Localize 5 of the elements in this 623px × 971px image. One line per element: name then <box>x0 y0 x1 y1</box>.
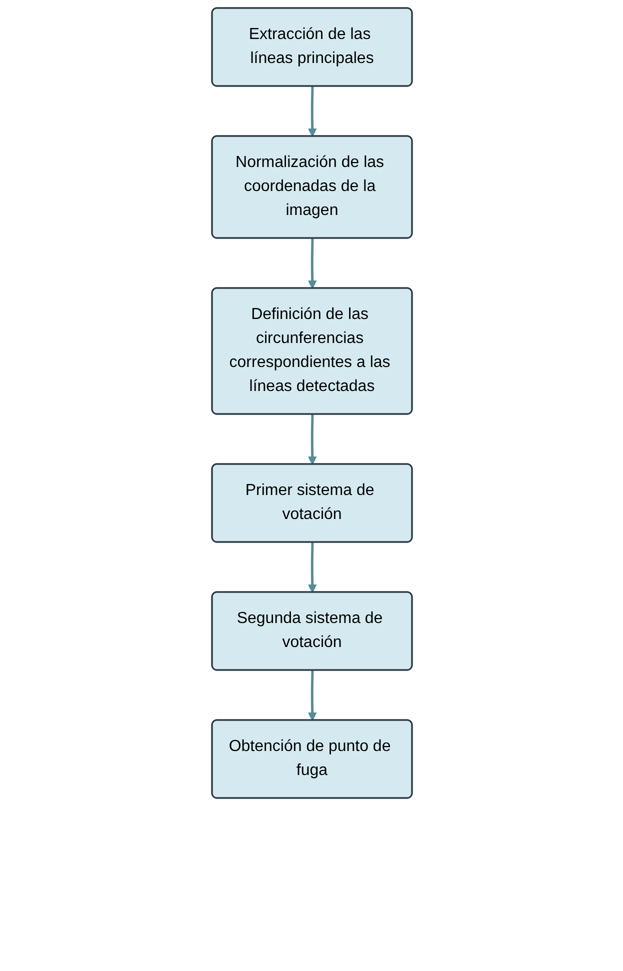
arrow <box>307 542 316 593</box>
arrow <box>307 414 316 465</box>
arrow <box>307 670 316 721</box>
arrow <box>307 86 316 137</box>
arrow <box>307 238 316 289</box>
